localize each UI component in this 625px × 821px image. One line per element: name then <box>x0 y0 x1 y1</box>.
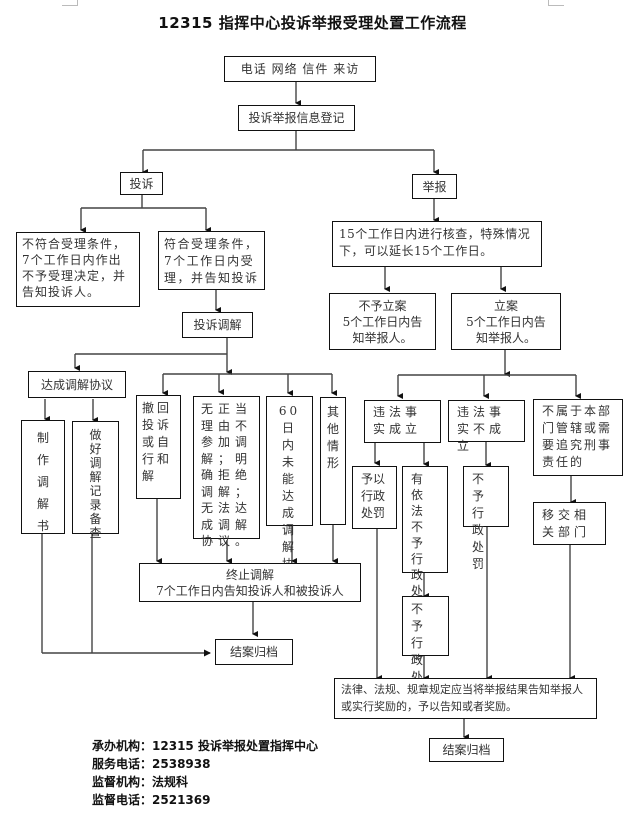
no-penalty-b-box: 不予行政处罚 <box>402 596 449 701</box>
supervisor-phone-label: 监督电话： <box>92 793 153 807</box>
no-penalty-a-box: 不予行政处罚 <box>463 466 509 571</box>
no-case-box: 不予立案 5个工作日内告知举报人。 <box>329 293 436 350</box>
footer-supervisor-phone-row: 监督电话：2521369 <box>92 791 318 809</box>
transfer-box: 移交相关部门 <box>533 502 606 545</box>
accept-box: 符合受理条件，7个工作日内受理，并告知投诉 <box>158 231 265 290</box>
close-right-box: 结案归档 <box>429 738 504 762</box>
notify-reward-box: 法律、法规、规章规定应当将举报结果告知举报人或实行奖励的，予以告知或者奖励。 <box>334 678 597 719</box>
sixty-days-box: 60日内未能达成调解协议 <box>266 396 313 588</box>
agreement-box: 达成调解协议 <box>28 371 126 398</box>
footer-supervisor-row: 监督机构：法规科 <box>92 773 318 791</box>
footer-info: 承办机构：12315 投诉举报处置指挥中心 服务电话：2538938 监督机构：… <box>92 737 318 809</box>
verify-box: 15个工作日内进行核查，特殊情况下，可以延长15个工作日。 <box>332 221 542 267</box>
terminate-detail: 7个工作日内告知投诉人和被投诉人 <box>156 583 344 598</box>
keep-record-box: 做好调解记录备查 <box>72 421 119 540</box>
terminate-box: 终止调解 7个工作日内告知投诉人和被投诉人 <box>139 563 361 602</box>
supervisor-label: 监督机构： <box>92 775 153 789</box>
phone-label: 服务电话： <box>92 757 153 771</box>
legal-no-penalty-box: 有依法不予行政处罚的情形 <box>402 466 448 662</box>
terminate-title: 终止调解 <box>225 567 274 582</box>
other-box: 其他情形 <box>320 397 346 525</box>
report-box: 举报 <box>412 174 457 199</box>
footer-org-row: 承办机构：12315 投诉举报处置指挥中心 <box>92 737 318 755</box>
case-title: 立案 <box>493 298 518 313</box>
org-value: 12315 投诉举报处置指挥中心 <box>152 739 318 753</box>
mediation-box: 投诉调解 <box>182 312 253 338</box>
make-doc-box: 制作调解书 <box>21 420 65 534</box>
page-corner-mark-left <box>62 0 78 6</box>
penalty-box: 予以行政处罚 <box>352 466 397 529</box>
close-left-box: 结案归档 <box>215 639 293 665</box>
out-of-scope-box: 不属于本部门管辖或需要追究刑事责任的 <box>533 399 623 476</box>
case-box: 立案 5个工作日内告知举报人。 <box>451 293 561 350</box>
not-accept-box: 不符合受理条件，7个工作日内作出不予受理决定，并告知投诉人。 <box>16 232 140 307</box>
sources-box: 电话 网络 信件 来访 <box>224 56 376 82</box>
footer-phone-row: 服务电话：2538938 <box>92 755 318 773</box>
withdraw-box: 撤回投诉或自行和解 <box>136 395 181 499</box>
phone-value: 2538938 <box>152 757 211 771</box>
no-case-detail: 5个工作日内告知举报人。 <box>342 314 423 345</box>
page-corner-mark-right <box>548 0 564 6</box>
org-label: 承办机构： <box>92 739 153 753</box>
case-detail: 5个工作日内告知举报人。 <box>466 314 546 345</box>
no-case-title: 不予立案 <box>358 298 407 313</box>
violation-yes-box: 违法事实成立 <box>364 400 441 443</box>
register-box: 投诉举报信息登记 <box>238 105 355 131</box>
complaint-box: 投诉 <box>120 172 163 195</box>
supervisor-value: 法规科 <box>152 775 189 789</box>
supervisor-phone-value: 2521369 <box>152 793 211 807</box>
page-title: 12315 指挥中心投诉举报受理处置工作流程 <box>158 14 467 32</box>
violation-no-box: 违法事实不成立 <box>448 400 525 453</box>
refuse-box: 无正当理由不参加调解；明确拒绝调解；无法达成调解协议。 <box>193 396 260 548</box>
